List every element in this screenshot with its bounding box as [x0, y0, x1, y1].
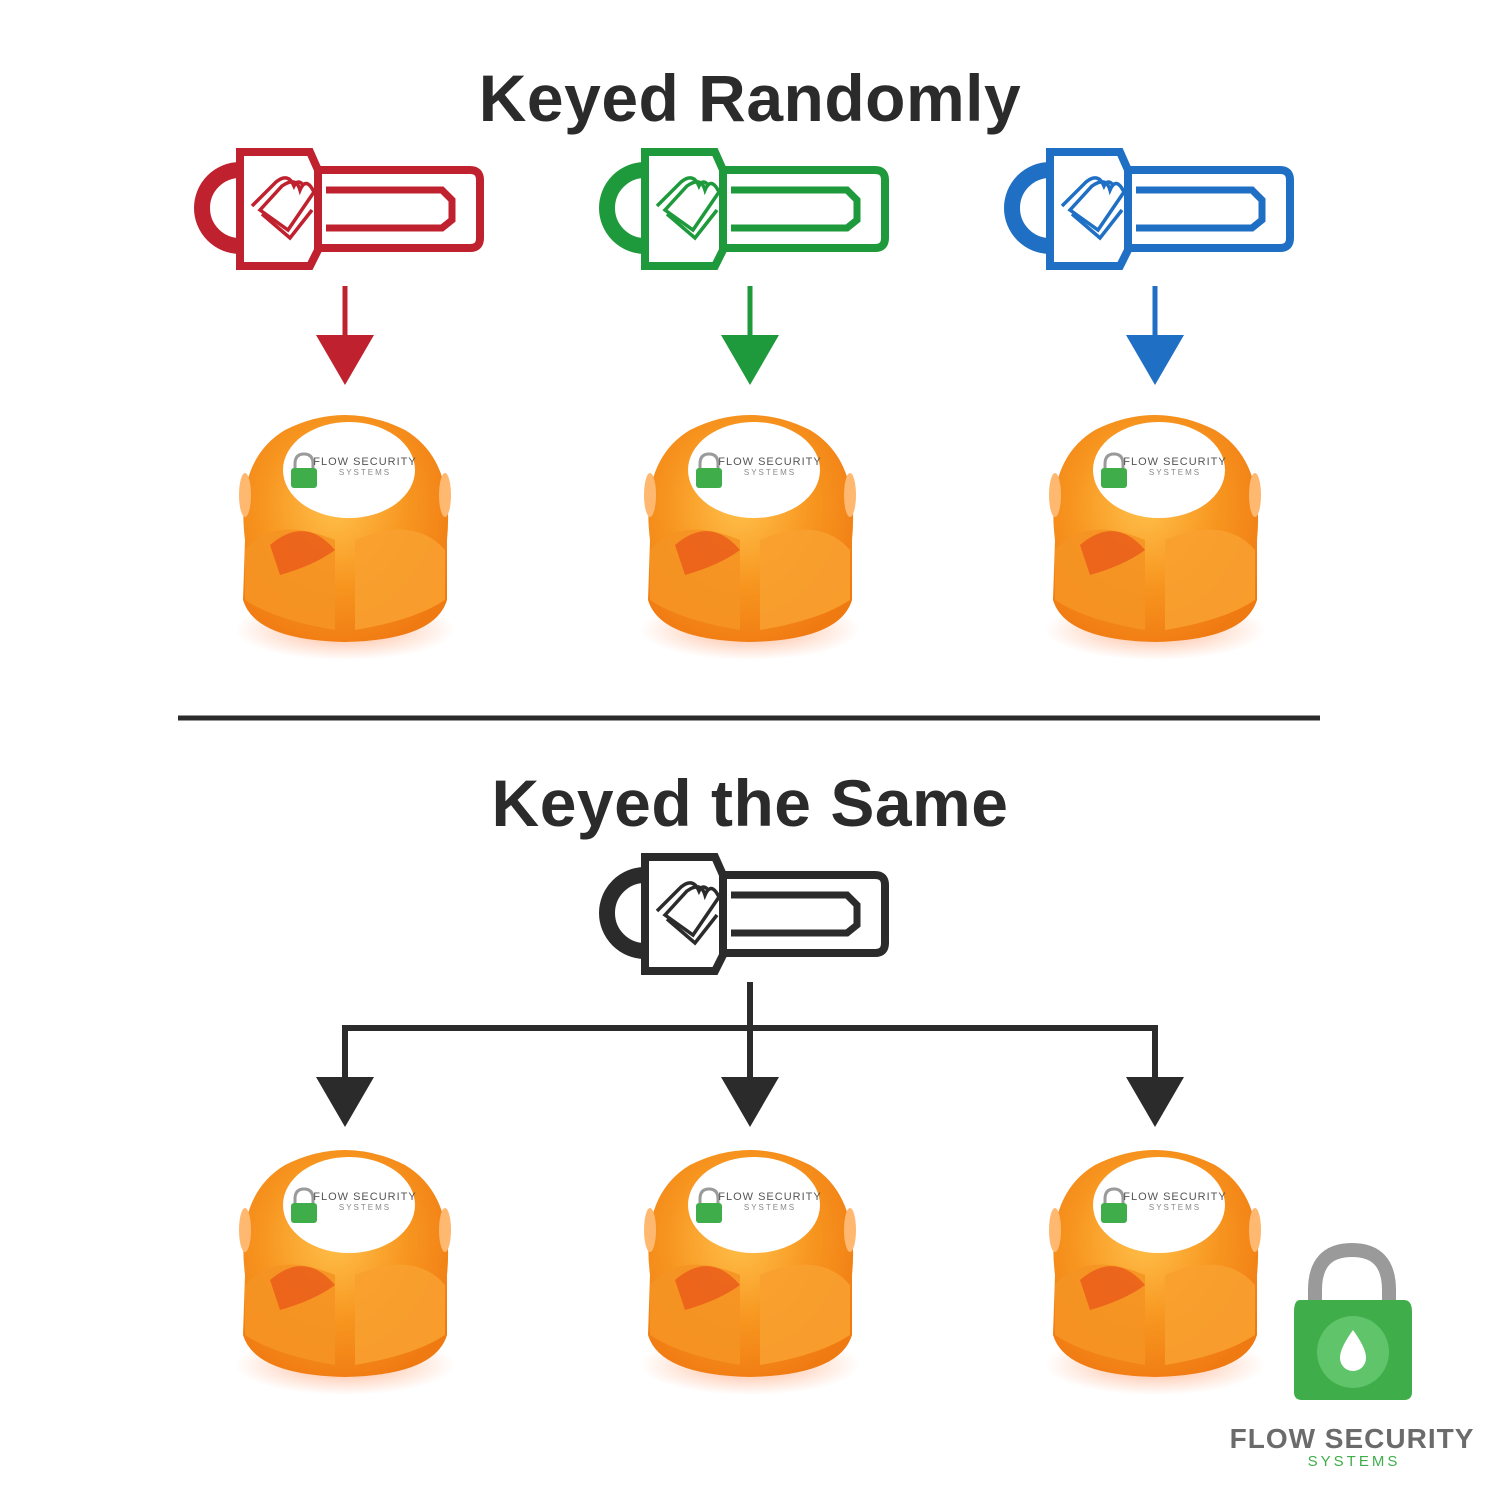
branch-arrow-2 [721, 1028, 779, 1127]
mini-lock-icon [291, 1203, 317, 1223]
mini-lock-icon [1101, 468, 1127, 488]
cap-label-line2: SYSTEMS [339, 468, 391, 477]
mini-lock-icon [696, 1203, 722, 1223]
cap-label-line1: FLOW SECURITY [718, 456, 821, 468]
blue-key-icon [1004, 148, 1294, 270]
arrow-down-2 [721, 286, 779, 385]
flow-security-logo: FLOW SECURITY SYSTEMS [1230, 1242, 1475, 1470]
branch-arrow-1 [316, 1028, 374, 1127]
water-drop-icon [1340, 1330, 1366, 1371]
cap-label-line1: FLOW SECURITY [1123, 1191, 1226, 1203]
cap-label-line2: SYSTEMS [339, 1203, 391, 1212]
cap-label-line1: FLOW SECURITY [1123, 456, 1226, 468]
title-keyed-the-same: Keyed the Same [491, 766, 1009, 840]
key-emblem-icon [1060, 176, 1127, 241]
arrow-down-1 [316, 286, 374, 385]
cap-label-line2: SYSTEMS [1149, 1203, 1201, 1212]
cap-label-line1: FLOW SECURITY [718, 1191, 821, 1203]
red-key-icon [194, 148, 484, 270]
mini-lock-icon [1101, 1203, 1127, 1223]
key-emblem-icon [655, 881, 722, 946]
padlock-shackle-icon [1308, 1242, 1396, 1300]
mini-lock-icon [291, 468, 317, 488]
cap-label-line2: SYSTEMS [744, 468, 796, 477]
cap-label-line2: SYSTEMS [1149, 468, 1201, 477]
key-emblem-icon [250, 176, 317, 241]
mini-lock-icon [696, 468, 722, 488]
cap-label-line1: FLOW SECURITY [313, 456, 416, 468]
branch-arrow-3 [1126, 1028, 1184, 1127]
brand-name: FLOW SECURITY [1230, 1423, 1475, 1454]
key-emblem-icon [655, 176, 722, 241]
brand-subname: SYSTEMS [1308, 1453, 1401, 1470]
title-keyed-randomly: Keyed Randomly [478, 61, 1022, 135]
cap-label-line1: FLOW SECURITY [313, 1191, 416, 1203]
shared-key-icon [599, 853, 889, 975]
cap-label-line2: SYSTEMS [744, 1203, 796, 1212]
arrow-down-3 [1126, 286, 1184, 385]
green-key-icon [599, 148, 889, 270]
